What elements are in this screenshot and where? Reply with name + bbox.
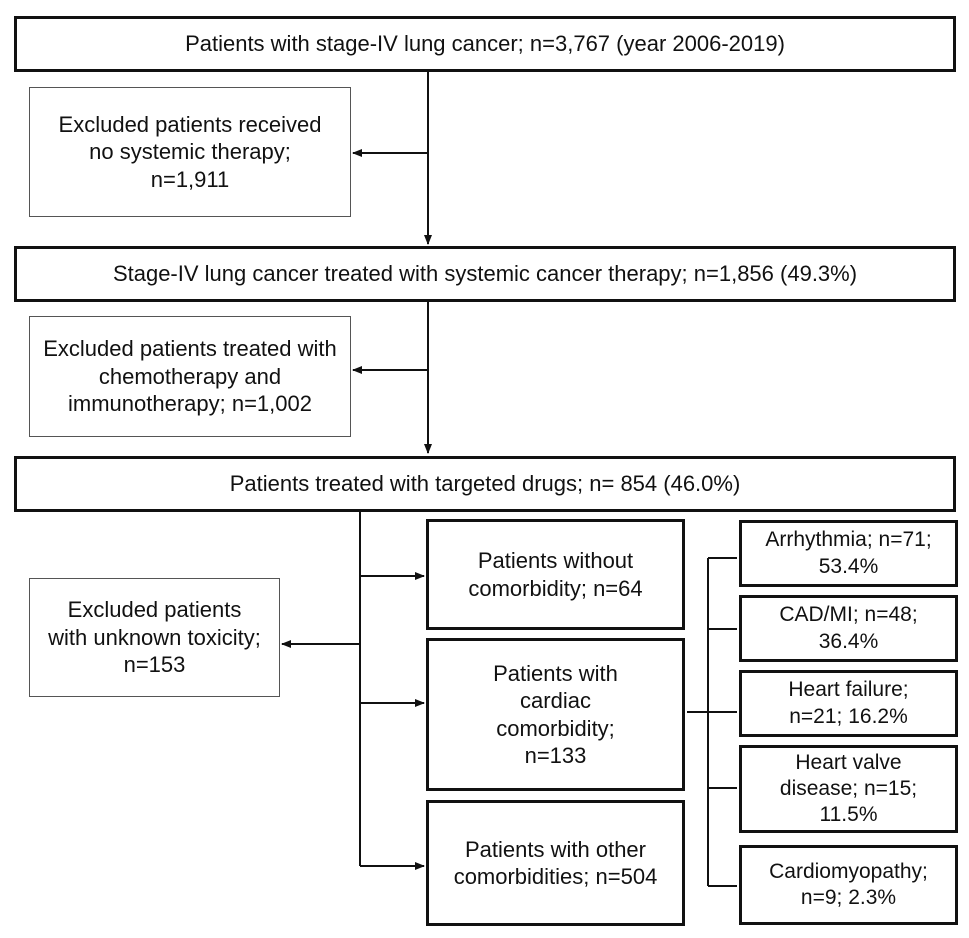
- box-heart-valve-disease: Heart valve disease; n=15; 11.5%: [739, 745, 958, 833]
- box-cardiac-comorbidity: Patients with cardiac comorbidity; n=133: [426, 638, 685, 791]
- box-excluded-unknown-toxicity: Excluded patients with unknown toxicity;…: [29, 578, 280, 697]
- box-heart-failure: Heart failure; n=21; 16.2%: [739, 670, 958, 737]
- box-cardiomyopathy: Cardiomyopathy; n=9; 2.3%: [739, 845, 958, 925]
- box-excluded-no-therapy: Excluded patients received no systemic t…: [29, 87, 351, 217]
- box-cad-mi: CAD/MI; n=48; 36.4%: [739, 595, 958, 662]
- box-other-comorbidities: Patients with other comorbidities; n=504: [426, 800, 685, 926]
- box-targeted-drugs: Patients treated with targeted drugs; n=…: [14, 456, 956, 512]
- box-arrhythmia: Arrhythmia; n=71; 53.4%: [739, 520, 958, 587]
- box-systemic-therapy: Stage-IV lung cancer treated with system…: [14, 246, 956, 302]
- box-excluded-chemo-immuno: Excluded patients treated with chemother…: [29, 316, 351, 437]
- box-without-comorbidity: Patients without comorbidity; n=64: [426, 519, 685, 630]
- box-total-patients: Patients with stage-IV lung cancer; n=3,…: [14, 16, 956, 72]
